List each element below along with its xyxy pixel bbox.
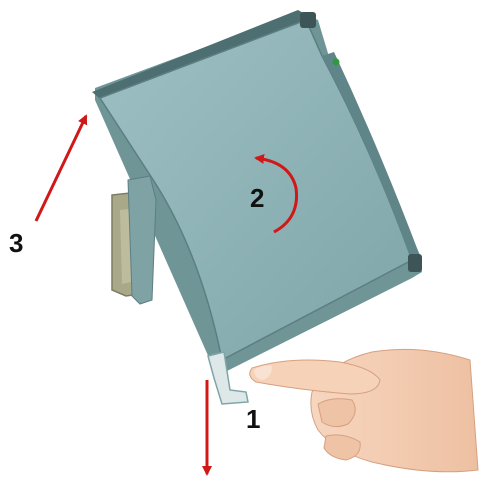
connector-bottom xyxy=(408,254,422,272)
pointing-hand-icon xyxy=(250,349,478,471)
hand-thumb xyxy=(324,435,360,460)
step-label-3: 3 xyxy=(9,230,23,256)
step-label-2: 2 xyxy=(250,185,264,211)
hand-curled-fingers xyxy=(318,399,355,427)
arrow-up-icon xyxy=(36,116,86,221)
status-led xyxy=(333,59,340,66)
step-label-1: 1 xyxy=(246,406,260,432)
connector-top xyxy=(300,12,316,28)
rail-bracket xyxy=(128,176,156,304)
